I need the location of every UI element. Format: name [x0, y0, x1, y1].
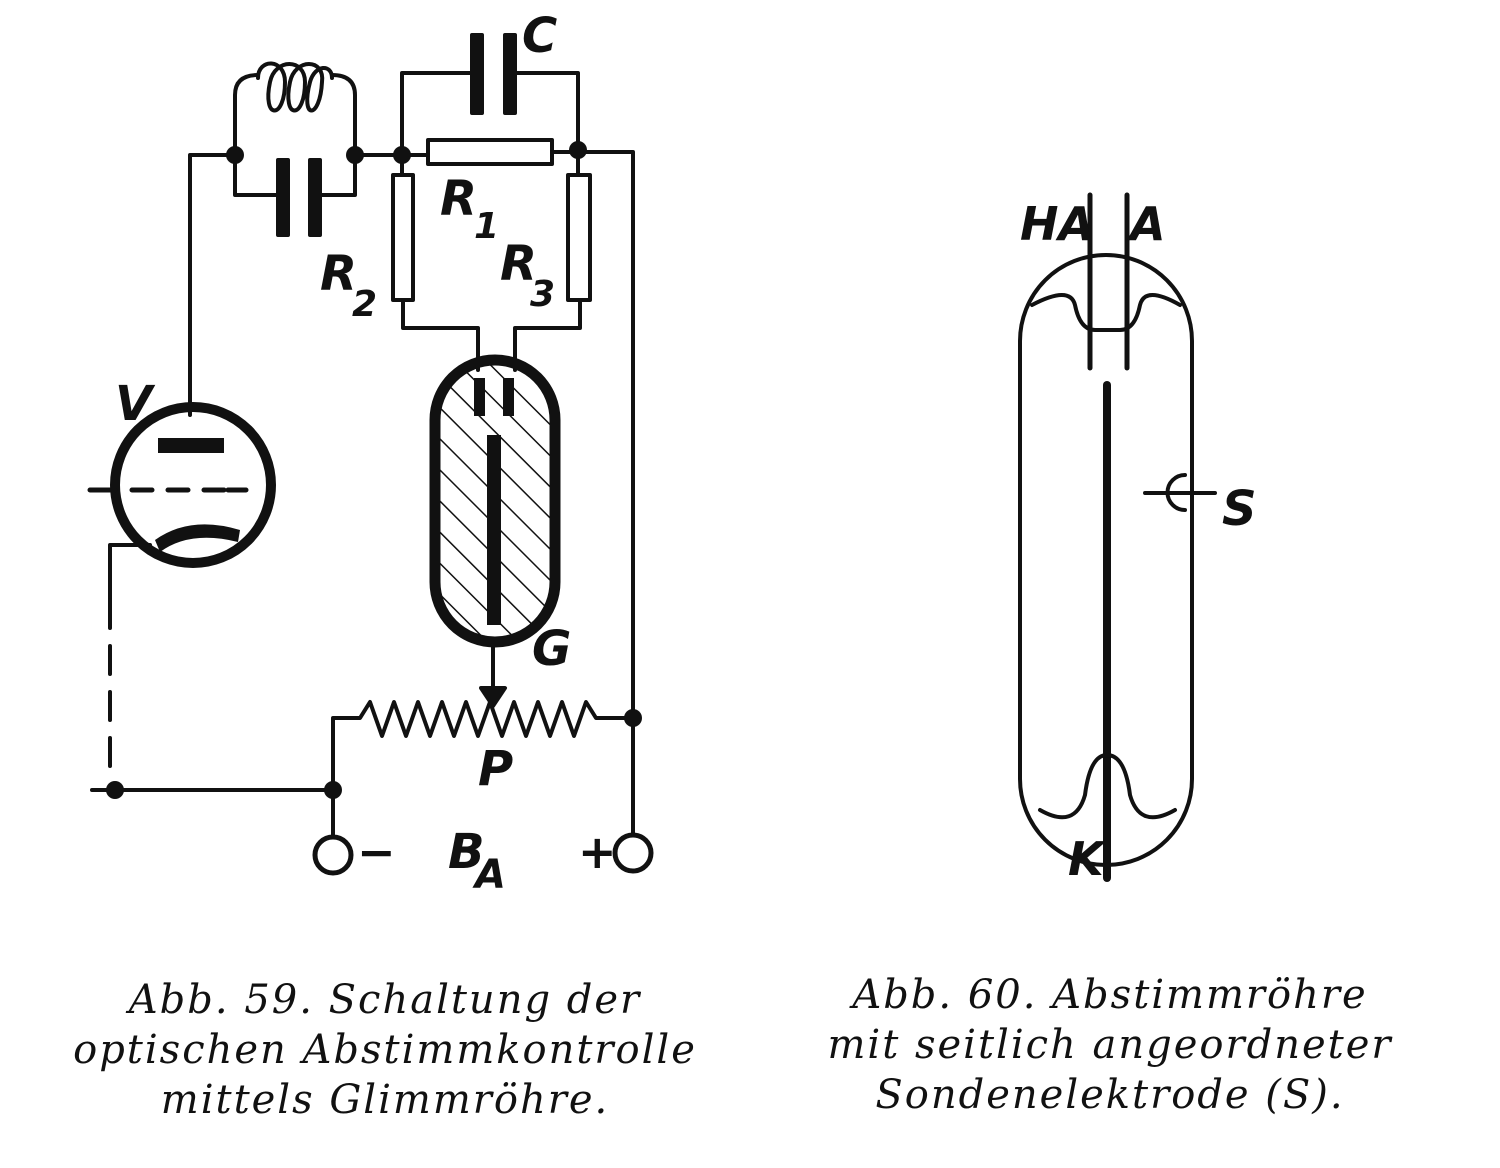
- junction-dot: [226, 146, 244, 164]
- valve-v-anode: [158, 438, 224, 453]
- label-a: A: [1127, 197, 1166, 251]
- lc-capacitor-plate-left: [276, 158, 290, 237]
- caption-figure-59: Abb. 59. Schaltung der optischen Abstimm…: [40, 975, 730, 1125]
- junction-dot: [106, 781, 124, 799]
- capacitor-c-plate-right: [503, 33, 517, 115]
- glow-tube-anode-right: [503, 378, 514, 416]
- valve-v-envelope: [110, 402, 276, 568]
- label-plus: +: [578, 825, 617, 879]
- caption-line: mit seitlich angeordneter: [827, 1022, 1393, 1068]
- label-p: P: [478, 741, 513, 797]
- label-ha: HA: [1020, 197, 1094, 251]
- caption-figure-60: Abb. 60. Abstimmröhre mit seitlich angeo…: [795, 970, 1425, 1120]
- label-b-sub: A: [472, 852, 506, 898]
- label-s: S: [1222, 481, 1257, 537]
- label-r1: R: [440, 171, 477, 227]
- caption-line: optischen Abstimmkontrolle: [73, 1027, 697, 1073]
- junction-dot: [569, 141, 587, 159]
- figure-59-circuit: [87, 33, 654, 876]
- figure-59-labels: C R 1 R 2 R 3 V G P − B A +: [115, 8, 617, 898]
- terminal-plus: [612, 832, 654, 874]
- junction-dot: [324, 781, 342, 799]
- probe-electrode-s: [1143, 473, 1217, 512]
- label-r1-sub: 1: [474, 206, 499, 247]
- caption-line: Sondenelektrode (S).: [875, 1072, 1345, 1118]
- figure-60-labels: HA A S K: [1020, 197, 1257, 886]
- label-r2: R: [320, 246, 357, 302]
- label-v: V: [115, 376, 156, 432]
- junction-dot: [624, 709, 642, 727]
- label-r2-sub: 2: [352, 284, 377, 325]
- wire-c-left: [400, 71, 477, 157]
- lc-right-bracket: [330, 73, 357, 157]
- valve-v-cathode: [155, 524, 240, 552]
- caption-line: Abb. 59. Schaltung der: [128, 977, 642, 1023]
- potentiometer-wiper-arrow: [479, 686, 507, 708]
- lc-left-bracket: [233, 73, 260, 157]
- lc-capacitor-plate-right: [308, 158, 322, 237]
- resistor-r3: [566, 173, 592, 302]
- caption-line: Abb. 60. Abstimmröhre: [852, 972, 1368, 1018]
- resistor-r1: [426, 138, 554, 166]
- label-r3-sub: 3: [530, 274, 555, 315]
- label-b: B: [448, 824, 485, 880]
- wire-right-rail: [576, 150, 635, 837]
- terminal-minus: [312, 834, 354, 876]
- resistor-r2: [391, 173, 415, 302]
- junction-dot: [346, 146, 364, 164]
- label-minus: −: [357, 825, 396, 879]
- lc-cap-wire-right: [310, 153, 357, 197]
- caption-line: mittels Glimmröhre.: [160, 1077, 610, 1123]
- wire-r2-bottom: [401, 298, 480, 372]
- wire-c-right: [508, 71, 580, 152]
- tube-bottom-pinch: [1038, 753, 1177, 820]
- potentiometer-p: [331, 700, 635, 790]
- label-g: G: [532, 621, 571, 677]
- lc-cap-wire-left: [233, 153, 284, 197]
- junction-dot: [393, 146, 411, 164]
- capacitor-c-plate-left: [470, 33, 484, 115]
- glow-tube-cathode: [487, 435, 501, 625]
- label-c: C: [522, 8, 557, 64]
- wire-v-cathode: [108, 543, 152, 602]
- label-r3: R: [500, 236, 537, 292]
- tube-top-pinch: [1030, 293, 1182, 332]
- figure-60-tube: [1018, 192, 1217, 882]
- glow-tube-anode-left: [474, 378, 485, 416]
- label-k: K: [1068, 832, 1107, 886]
- wire-r3-bottom: [513, 298, 582, 372]
- wire-v-anode-up: [188, 153, 237, 417]
- coil-inductor: [256, 61, 334, 113]
